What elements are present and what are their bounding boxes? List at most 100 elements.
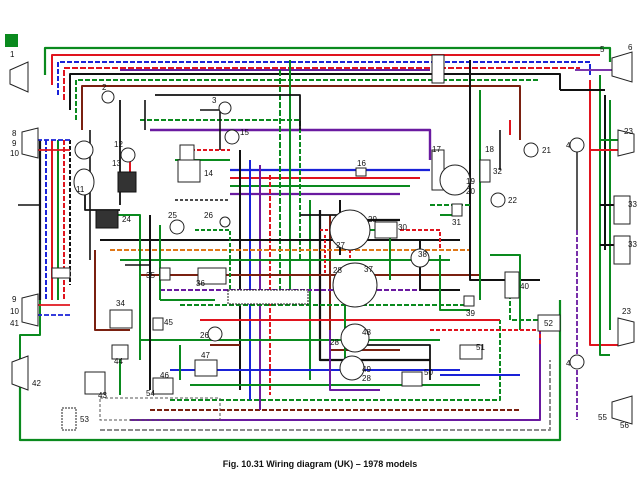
component-45 bbox=[152, 317, 164, 331]
connector-block bbox=[431, 54, 445, 84]
label-33-top: 33 bbox=[628, 200, 637, 209]
component-32 bbox=[479, 159, 491, 183]
label-39: 39 bbox=[466, 309, 475, 318]
label-33-bottom: 33 bbox=[628, 240, 637, 249]
component-46 bbox=[152, 377, 174, 395]
label-19: 19 bbox=[466, 177, 475, 186]
label-41: 41 bbox=[10, 319, 19, 328]
figure-caption: Fig. 10.31 Wiring diagram (UK) – 1978 mo… bbox=[222, 459, 418, 469]
label-1: 1 bbox=[10, 50, 15, 59]
label-36: 36 bbox=[196, 279, 205, 288]
component-13 bbox=[117, 171, 137, 193]
headlamp-9-41 bbox=[21, 293, 39, 327]
label-18: 18 bbox=[485, 145, 494, 154]
component-44 bbox=[111, 344, 129, 360]
label-20: 20 bbox=[466, 187, 475, 196]
label-50: 50 bbox=[424, 368, 433, 377]
component-16 bbox=[355, 167, 367, 177]
label-25: 25 bbox=[168, 211, 177, 220]
label-48: 48 bbox=[362, 328, 371, 337]
lamp-42 bbox=[11, 355, 29, 391]
label-34: 34 bbox=[116, 299, 125, 308]
label-21: 21 bbox=[542, 146, 551, 155]
label-6: 6 bbox=[628, 43, 633, 52]
lamp-23-top bbox=[617, 129, 635, 157]
label-44: 44 bbox=[114, 357, 123, 366]
component-31 bbox=[451, 203, 463, 217]
label-37: 37 bbox=[364, 265, 373, 274]
label-42: 42 bbox=[32, 379, 41, 388]
label-23-bottom: 23 bbox=[622, 307, 631, 316]
label-9-bottom: 9 bbox=[12, 295, 17, 304]
component-4-top bbox=[569, 137, 585, 153]
label-45: 45 bbox=[164, 318, 173, 327]
connector-block bbox=[51, 267, 71, 279]
label-40: 40 bbox=[520, 282, 529, 291]
label-2: 2 bbox=[102, 83, 107, 92]
label-10-bottom: 10 bbox=[10, 307, 19, 316]
component-38 bbox=[410, 248, 430, 268]
component-33-top bbox=[613, 195, 631, 225]
component-36 bbox=[197, 267, 227, 285]
component-30 bbox=[374, 221, 398, 239]
wire-harness bbox=[18, 46, 620, 442]
label-22: 22 bbox=[508, 196, 517, 205]
components bbox=[9, 51, 635, 431]
label-16: 16 bbox=[357, 159, 366, 168]
label-35: 35 bbox=[146, 271, 155, 280]
component-25 bbox=[169, 219, 185, 235]
label-53: 53 bbox=[80, 415, 89, 424]
component-4-bottom bbox=[569, 354, 585, 370]
label-47: 47 bbox=[201, 351, 210, 360]
label-5: 5 bbox=[600, 45, 605, 54]
label-56: 56 bbox=[620, 421, 629, 430]
label-14: 14 bbox=[204, 169, 213, 178]
label-11: 11 bbox=[76, 185, 85, 194]
label-17: 17 bbox=[432, 145, 441, 154]
lamp-23-bottom bbox=[617, 317, 635, 347]
component-24 bbox=[95, 209, 119, 229]
label-31: 31 bbox=[452, 218, 461, 227]
label-12: 12 bbox=[114, 140, 123, 149]
component-34 bbox=[109, 309, 133, 329]
label-28-top: 28 bbox=[333, 266, 342, 275]
label-32: 32 bbox=[493, 167, 502, 176]
component-11 bbox=[73, 168, 95, 196]
label-4-bottom: 4 bbox=[566, 359, 571, 368]
gauge-49 bbox=[339, 355, 365, 381]
component-2 bbox=[101, 90, 115, 104]
component-3 bbox=[218, 101, 232, 115]
label-9-top: 9 bbox=[12, 139, 17, 148]
lamp-5-6 bbox=[611, 51, 633, 83]
label-10-top: 10 bbox=[10, 149, 19, 158]
component-26-top bbox=[219, 216, 231, 228]
label-28-bottom: 28 bbox=[362, 374, 371, 383]
label-51: 51 bbox=[476, 343, 485, 352]
label-3: 3 bbox=[212, 96, 217, 105]
component-labels: 1 2 3 4 4 5 6 8 9 10 9 10 11 12 13 14 15… bbox=[10, 43, 637, 430]
component-39 bbox=[463, 295, 475, 307]
component-15 bbox=[224, 129, 240, 145]
component-43 bbox=[84, 371, 106, 395]
component-14 bbox=[177, 159, 201, 183]
label-30: 30 bbox=[398, 223, 407, 232]
label-26-top: 26 bbox=[204, 211, 213, 220]
component-21 bbox=[523, 142, 539, 158]
component-50 bbox=[401, 371, 423, 387]
component-19-20 bbox=[439, 164, 471, 196]
label-38: 38 bbox=[418, 250, 427, 259]
label-26-bottom: 26 bbox=[200, 331, 209, 340]
label-23-top: 23 bbox=[624, 127, 633, 136]
label-43: 43 bbox=[98, 391, 107, 400]
gauge-28-37 bbox=[332, 262, 378, 308]
label-54: 54 bbox=[146, 389, 155, 398]
gauge-48 bbox=[340, 323, 370, 353]
label-13: 13 bbox=[112, 159, 121, 168]
label-28-mid: 28 bbox=[330, 338, 339, 347]
component-22 bbox=[490, 192, 506, 208]
connector-block bbox=[227, 289, 309, 305]
label-49: 49 bbox=[362, 365, 371, 374]
label-8: 8 bbox=[12, 129, 17, 138]
component-47 bbox=[194, 359, 218, 377]
